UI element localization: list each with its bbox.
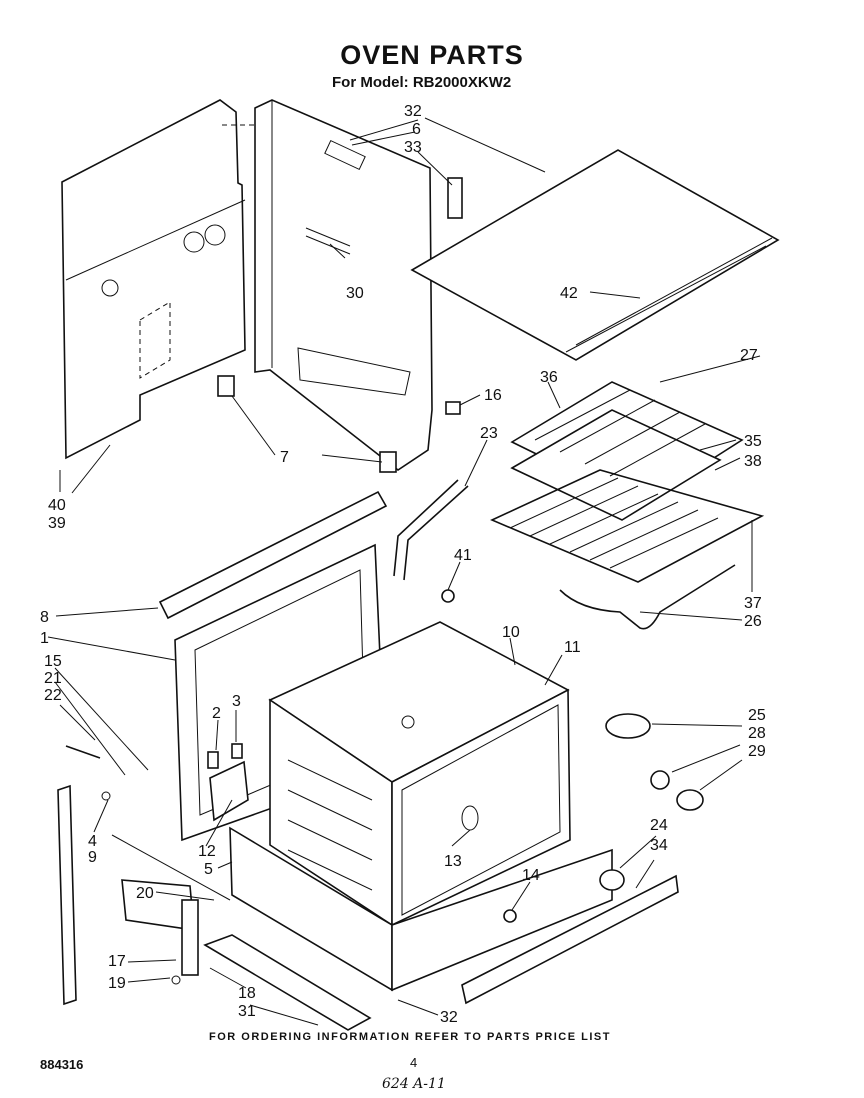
- model-subtitle: For Model: RB2000XKW2: [332, 74, 512, 91]
- door-lock-assembly: [111, 834, 231, 985]
- callout-17: 17: [108, 953, 126, 970]
- callout-23: 23: [480, 425, 498, 442]
- trim-strip: [203, 934, 372, 1031]
- callout-11: 11: [564, 639, 581, 656]
- callout-35: 35: [744, 433, 762, 450]
- callout-15: 15: [44, 653, 62, 670]
- page-title: OVEN PARTS: [340, 40, 524, 70]
- callout-3: 3: [232, 693, 241, 710]
- rear-insulation-panel: [61, 99, 258, 460]
- callout-26: 26: [744, 613, 762, 630]
- oven-rack: [490, 469, 765, 583]
- callout-28: 28: [748, 725, 766, 742]
- callout-20: 20: [136, 885, 154, 902]
- callout-27: 27: [740, 347, 758, 364]
- mount: [503, 909, 517, 923]
- callout-21: 21: [44, 670, 62, 687]
- callout-30: 30: [346, 285, 364, 302]
- callout-29: 29: [748, 743, 766, 760]
- light-lens: [605, 713, 651, 739]
- callout-9: 9: [88, 849, 97, 866]
- bracket-assembly: [209, 760, 249, 822]
- document-id: 884316: [40, 1057, 84, 1072]
- connector: [441, 589, 455, 603]
- leader-lines: [47, 117, 761, 1026]
- callout-39: 39: [48, 515, 66, 532]
- callout-41: 41: [454, 547, 472, 564]
- callout-42: 42: [560, 285, 578, 302]
- callout-2: 2: [212, 705, 221, 722]
- spring: [65, 745, 101, 759]
- handwritten-note: 624 A-11: [382, 1076, 446, 1092]
- clip-right: [379, 451, 397, 473]
- callout-4: 4: [88, 833, 97, 850]
- page-number: 4: [410, 1055, 418, 1070]
- callout-32-bottom: 32: [440, 1009, 458, 1026]
- callout-16: 16: [484, 387, 502, 404]
- callout-25: 25: [748, 707, 766, 724]
- callout-40: 40: [48, 497, 66, 514]
- sensor-clip: [231, 743, 243, 759]
- oven-cavity: [268, 621, 571, 927]
- callout-14: 14: [522, 867, 540, 884]
- callout-1: 1: [40, 630, 49, 647]
- callout-32: 32: [404, 103, 422, 120]
- callout-38: 38: [744, 453, 762, 470]
- callout-33: 33: [404, 139, 422, 156]
- screw-clip: [445, 401, 461, 415]
- callout-36: 36: [540, 369, 558, 386]
- ordering-note: FOR ORDERING INFORMATION REFER TO PARTS …: [209, 1031, 611, 1043]
- clip-left: [217, 375, 235, 397]
- side-trim: [57, 784, 77, 1006]
- bracket: [447, 177, 463, 219]
- light-bulb: [676, 789, 704, 811]
- screw: [101, 791, 111, 801]
- broiler-pan: [510, 381, 744, 521]
- callout-31: 31: [238, 1003, 256, 1020]
- oven-bottom-side: [391, 848, 613, 992]
- callout-10: 10: [502, 624, 520, 641]
- light-socket: [650, 770, 670, 790]
- callout-5: 5: [204, 861, 213, 878]
- oven-back-panel: [254, 99, 433, 471]
- bake-element: [559, 564, 736, 630]
- sensor: [207, 751, 219, 769]
- callout-34: 34: [650, 837, 668, 854]
- callout-18: 18: [238, 985, 256, 1002]
- callout-13: 13: [444, 853, 462, 870]
- kick-panel: [461, 874, 679, 1005]
- vent-tube: [393, 479, 469, 581]
- callout-22: 22: [44, 687, 62, 704]
- callout-24: 24: [650, 817, 668, 834]
- oven-top-panel: [410, 149, 780, 361]
- callout-37: 37: [744, 595, 762, 612]
- callout-8: 8: [40, 609, 49, 626]
- valve: [599, 869, 625, 891]
- callout-12: 12: [198, 843, 216, 860]
- callout-labels: 32 6 33 30 42 27 36 16 35 38 23 7 41 40 …: [40, 103, 766, 1026]
- callout-7: 7: [280, 449, 289, 466]
- callout-6: 6: [412, 121, 421, 138]
- callout-19: 19: [108, 975, 126, 992]
